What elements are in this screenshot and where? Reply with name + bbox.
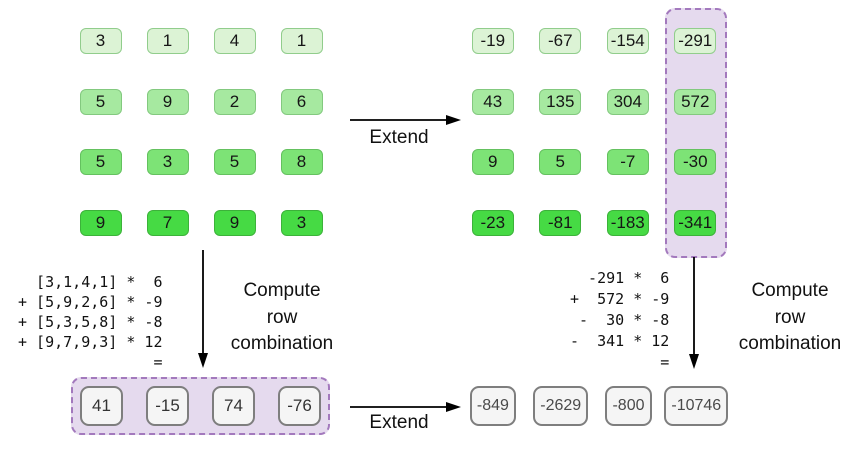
result-cell: -76 — [278, 386, 321, 426]
matrix-cell: -154 — [606, 28, 649, 55]
matrix-cell: 572 — [674, 88, 717, 115]
matrix-cell: 5 — [79, 88, 122, 115]
matrix-cell: -81 — [539, 209, 582, 236]
matrix-cell: -291 — [674, 28, 717, 55]
arrow-right-icon — [350, 115, 461, 125]
matrix-cell: 9 — [471, 149, 514, 176]
extended-result-row: -849 -2629 -800 -10746 — [459, 386, 730, 426]
matrix-cell: -30 — [674, 149, 717, 176]
matrix-cell: 8 — [280, 149, 323, 176]
arrow-down-icon — [198, 250, 208, 368]
compute-row-combination-label-left: Compute row combination — [230, 280, 334, 354]
matrix-cell: 3 — [79, 28, 122, 55]
equation-right: -291 * 6 + 572 * -9 - 30 * -8 - 341 * 12… — [570, 269, 670, 371]
result-cell: 74 — [212, 386, 255, 426]
matrix-cell: 9 — [213, 209, 256, 236]
matrix-cell: 2 — [213, 88, 256, 115]
result-cell: -15 — [146, 386, 189, 426]
result-cell: -800 — [605, 386, 652, 426]
matrix-cell: -7 — [606, 149, 649, 176]
matrix-cell: 4 — [213, 28, 256, 55]
matrix-right: -19 -67 -154 -291 43 135 304 572 9 5 -7 … — [459, 11, 729, 253]
result-row-highlight: 41 -15 74 -76 — [71, 377, 330, 435]
matrix-cell: -23 — [471, 209, 514, 236]
matrix-cell: -341 — [674, 209, 717, 236]
matrix-cell: 5 — [213, 149, 256, 176]
matrix-cell: 135 — [539, 88, 582, 115]
arrow-right-icon — [350, 402, 461, 412]
matrix-cell: 43 — [471, 88, 514, 115]
matrix-cell: 3 — [280, 209, 323, 236]
extend-label-top: Extend — [369, 127, 429, 148]
matrix-cell: 6 — [280, 88, 323, 115]
result-cell: -849 — [469, 386, 516, 426]
matrix-cell: 1 — [146, 28, 189, 55]
matrix-cell: 5 — [79, 149, 122, 176]
compute-row-combination-label-right: Compute row combination — [738, 280, 842, 354]
result-cell: -2629 — [533, 386, 589, 426]
extend-label-bottom: Extend — [369, 412, 429, 433]
matrix-cell: -183 — [606, 209, 649, 236]
result-cell: -10746 — [664, 386, 729, 426]
matrix-cell: 7 — [146, 209, 189, 236]
arrow-down-icon — [689, 257, 699, 369]
matrix-cell: 3 — [146, 149, 189, 176]
result-cell: 41 — [80, 386, 123, 426]
matrix-cell: 304 — [606, 88, 649, 115]
matrix-cell: -19 — [471, 28, 514, 55]
matrix-cell: 1 — [280, 28, 323, 55]
matrix-cell: 5 — [539, 149, 582, 176]
matrix-cell: 9 — [146, 88, 189, 115]
matrix-left: 3 1 4 1 5 9 2 6 5 3 5 8 9 7 9 3 — [67, 11, 335, 253]
matrix-cell: 9 — [79, 209, 122, 236]
equation-left: [3,1,4,1] * 6 + [5,9,2,6] * -9 + [5,3,5,… — [18, 273, 163, 371]
matrix-cell: -67 — [539, 28, 582, 55]
